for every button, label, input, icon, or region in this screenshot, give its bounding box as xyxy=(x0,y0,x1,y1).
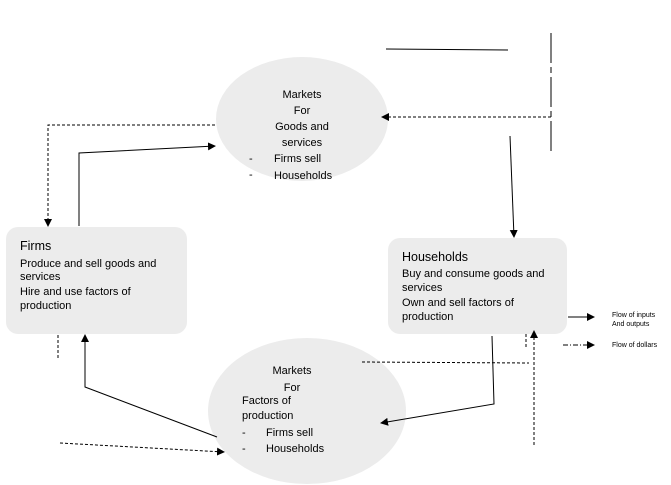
firms-title: Firms xyxy=(20,239,52,253)
legend-inputs-label-1: Flow of inputs xyxy=(612,312,656,319)
households-line-3: Own and sell factors of xyxy=(402,297,514,309)
firms-line-2: services xyxy=(20,271,61,283)
factor-flow-arrow-market-to-firms xyxy=(81,334,218,438)
factor-market-bullet-1: - xyxy=(242,427,246,439)
households-title: Households xyxy=(402,250,469,264)
legend-inputs-label-2: And outputs xyxy=(612,321,650,328)
factor-market-label-2: For xyxy=(283,382,301,394)
firms-line-4: production xyxy=(20,300,72,312)
goods-flow-arrow-market-to-households xyxy=(509,135,518,238)
factor-market-item-2: Households xyxy=(266,443,325,455)
firms-line-3: Hire and use factors of xyxy=(20,286,131,298)
goods-market-bullet-1: - xyxy=(249,153,253,165)
factor-flow-arrow-households-to-market xyxy=(380,335,495,426)
factor-market-label-4: production xyxy=(242,410,294,422)
dollar-flow-line-to-factor-market xyxy=(361,361,530,364)
goods-flow-arrow-firms-to-market xyxy=(78,142,216,226)
goods-market-label-1: Markets xyxy=(282,89,322,101)
factor-market-bullet-2: - xyxy=(242,443,246,455)
firms-line-1: Produce and sell goods and xyxy=(20,258,157,270)
goods-market-label-2: For xyxy=(293,105,311,117)
factor-market-item-1: Firms sell xyxy=(266,427,314,439)
households-box xyxy=(388,238,567,334)
households-line-1: Buy and consume goods and xyxy=(402,268,545,280)
factor-market-label-3: Factors of xyxy=(242,395,291,407)
top-horizontal-line xyxy=(385,48,509,51)
legend-dollars-label: Flow of dollars xyxy=(612,342,658,349)
households-line-4: production xyxy=(402,311,454,323)
households-line-2: services xyxy=(402,282,443,294)
goods-market-item-1: Firms sell xyxy=(274,153,322,165)
factor-market-label-1: Markets xyxy=(272,365,312,377)
firms-box xyxy=(6,227,187,334)
dollar-flow-arrow-market-to-firms xyxy=(44,124,215,227)
goods-market-bullet-2: - xyxy=(249,169,253,181)
goods-market-label-3: Goods and xyxy=(275,121,329,133)
dollar-flow-arrow-into-factor-market xyxy=(59,442,225,456)
goods-market-item-2: Households xyxy=(274,170,333,180)
goods-market-label-4: services xyxy=(281,137,323,149)
goods-market-ellipse xyxy=(216,57,388,181)
